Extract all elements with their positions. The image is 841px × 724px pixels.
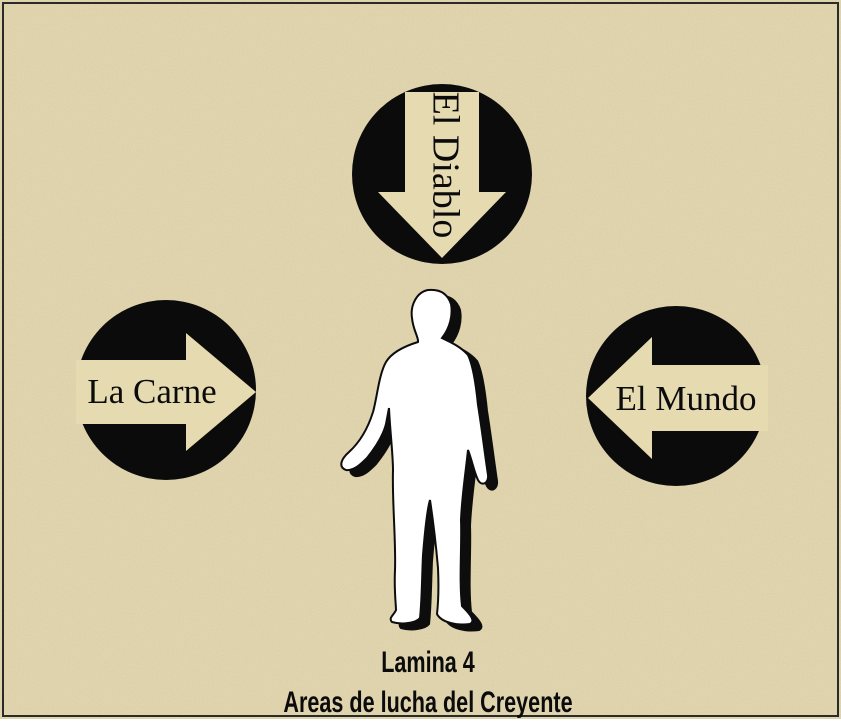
left-arrow-shape bbox=[588, 337, 768, 459]
right-arrow-label: El Mundo bbox=[616, 379, 757, 418]
down-arrow-shape bbox=[378, 92, 506, 258]
right-arrow-shape bbox=[76, 333, 256, 451]
top-arrow-label: El Diablo bbox=[424, 92, 466, 239]
left-arrow-group: La Carne bbox=[76, 300, 256, 480]
human-figure-icon bbox=[340, 288, 490, 626]
top-arrow-group: El Diablo bbox=[352, 84, 532, 264]
caption-subtitle: Areas de lucha del Creyente bbox=[283, 684, 572, 718]
left-arrow-label: La Carne bbox=[87, 372, 216, 411]
right-arrow-group: El Mundo bbox=[586, 306, 768, 486]
caption-title: Lamina 4 bbox=[381, 644, 475, 678]
